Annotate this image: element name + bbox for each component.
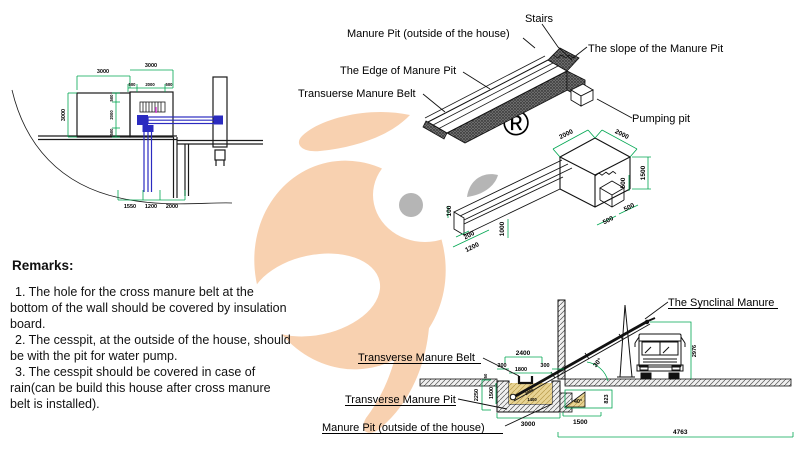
dim: 50 bbox=[483, 373, 488, 378]
dim: 2000 bbox=[558, 128, 574, 141]
plan-dimensions: 3000 3000 500 2000 500 3000 500 2000 500… bbox=[61, 63, 186, 210]
manure-pit-channel bbox=[422, 47, 594, 144]
remark-item: 1. The hole for the cross manure belt at… bbox=[10, 285, 287, 331]
stairs-steps bbox=[552, 54, 575, 59]
dim: 2250 bbox=[474, 389, 480, 401]
dim: 823 bbox=[604, 394, 610, 403]
remarks-block: Remarks: 1. The hole for the cross manur… bbox=[10, 258, 294, 412]
cross-manure-belt-blue bbox=[137, 115, 223, 192]
ground-and-pit bbox=[419, 299, 792, 413]
pumping-pit-cube bbox=[570, 83, 594, 107]
stairs-wall bbox=[547, 47, 580, 72]
pit-interior bbox=[509, 383, 552, 404]
logo-crescent bbox=[467, 174, 498, 197]
label-edge: The Edge of Manure Pit bbox=[340, 65, 456, 77]
dim: 3000 bbox=[61, 109, 67, 121]
elevator-column bbox=[212, 76, 228, 166]
label-slope: The slope of the Manure Pit bbox=[588, 43, 723, 55]
dim: 2000 bbox=[145, 82, 155, 87]
dim: 1550 bbox=[124, 204, 136, 210]
dim: 500 bbox=[166, 82, 174, 87]
label-pumping-pit: Pumping pit bbox=[632, 113, 690, 125]
dim: 4763 bbox=[673, 429, 688, 436]
dim: 1800 bbox=[515, 367, 527, 373]
dim: 1500 bbox=[489, 387, 495, 399]
channel bbox=[453, 159, 573, 236]
logo-swirl bbox=[249, 111, 498, 433]
dim: 500 bbox=[109, 128, 114, 136]
dim: 2000 bbox=[166, 204, 178, 210]
leader-lines bbox=[457, 301, 669, 427]
label-manure-pit: Manure Pit (outside of the house) bbox=[347, 28, 510, 40]
isometric-labelled-view: Stairs Manure Pit (outside of the house)… bbox=[298, 13, 723, 144]
dim: 2000 bbox=[524, 387, 535, 396]
plan-walls bbox=[38, 91, 263, 198]
dim: 40° bbox=[574, 399, 582, 405]
terrain-curve bbox=[11, 89, 233, 205]
dim: 500 bbox=[109, 94, 114, 102]
isometric-dimensioned-view: 2000 2000 1500 500 500 500 100 200 1200 … bbox=[446, 128, 651, 254]
label-stairs: Stairs bbox=[525, 13, 554, 25]
label-transverse-belt: Transverse Manure Belt bbox=[358, 352, 475, 364]
dim: 2400 bbox=[516, 350, 531, 357]
dim: 3000 bbox=[145, 63, 157, 69]
dim: 1000 bbox=[499, 221, 506, 236]
dim: 30° bbox=[591, 356, 604, 369]
dim-texts: 2000 2000 1500 500 500 500 100 200 1200 … bbox=[446, 128, 647, 254]
dim: 100 bbox=[446, 205, 453, 216]
dim: 2000 bbox=[614, 128, 630, 141]
dim: 1500 bbox=[573, 419, 588, 426]
leader-lines bbox=[422, 23, 633, 119]
dim: 1200 bbox=[145, 204, 157, 210]
dim-texts: 2400 300 1800 300 50 1500 2250 3000 1500… bbox=[474, 345, 698, 436]
label-synclinal-manure: The Synclinal Manure bbox=[668, 297, 774, 309]
dim: 500 bbox=[620, 177, 627, 188]
label-transverse-pit: Transverse Manure Pit bbox=[345, 394, 456, 406]
belt-support-frame bbox=[617, 304, 635, 378]
ramp-triangle bbox=[563, 391, 586, 408]
dim: 500 bbox=[602, 215, 615, 226]
company-logo-watermark: ® bbox=[249, 102, 529, 433]
dim: 1400 bbox=[527, 397, 537, 402]
remark-item: 2. The cesspit, at the outside of the ho… bbox=[10, 333, 291, 363]
dim-lines bbox=[481, 321, 794, 438]
logo-dot bbox=[399, 193, 423, 217]
dim: 1200 bbox=[464, 241, 480, 254]
plan-view-drawing: 3000 3000 500 2000 500 3000 500 2000 500… bbox=[11, 63, 263, 210]
label-belt: Transuerse Manure Belt bbox=[298, 88, 416, 100]
dim: 200 bbox=[463, 230, 476, 241]
cross-section-view: 2400 300 1800 300 50 1500 2250 3000 1500… bbox=[322, 297, 794, 438]
transverse-belt-trough bbox=[517, 376, 534, 385]
label-manure-pit-outside: Manure Pit (outside of the house) bbox=[322, 422, 485, 434]
stairs-zigzag bbox=[594, 170, 617, 177]
pit-box bbox=[558, 137, 632, 208]
truck bbox=[634, 333, 686, 380]
stairs-hatch bbox=[139, 101, 166, 113]
dim: 2000 bbox=[109, 110, 114, 120]
remark-item: 3. The cesspit should be covered in case… bbox=[10, 365, 271, 411]
house-wall bbox=[557, 299, 566, 380]
dim: 3000 bbox=[521, 421, 536, 428]
dim: 500 bbox=[129, 82, 137, 87]
dim: 1500 bbox=[640, 165, 647, 180]
dim: 300 bbox=[497, 363, 506, 369]
dim: 2976 bbox=[692, 345, 698, 357]
section-labels: The Synclinal Manure Transverse Manure B… bbox=[322, 297, 778, 434]
remarks-title: Remarks: bbox=[12, 258, 74, 273]
dim: 500 bbox=[623, 202, 636, 213]
dim-lines bbox=[447, 129, 651, 248]
pumping-pit-cube bbox=[599, 180, 625, 208]
synclinal-belt bbox=[509, 304, 656, 402]
dim: 3000 bbox=[97, 69, 109, 75]
dim: 300 bbox=[540, 363, 549, 369]
